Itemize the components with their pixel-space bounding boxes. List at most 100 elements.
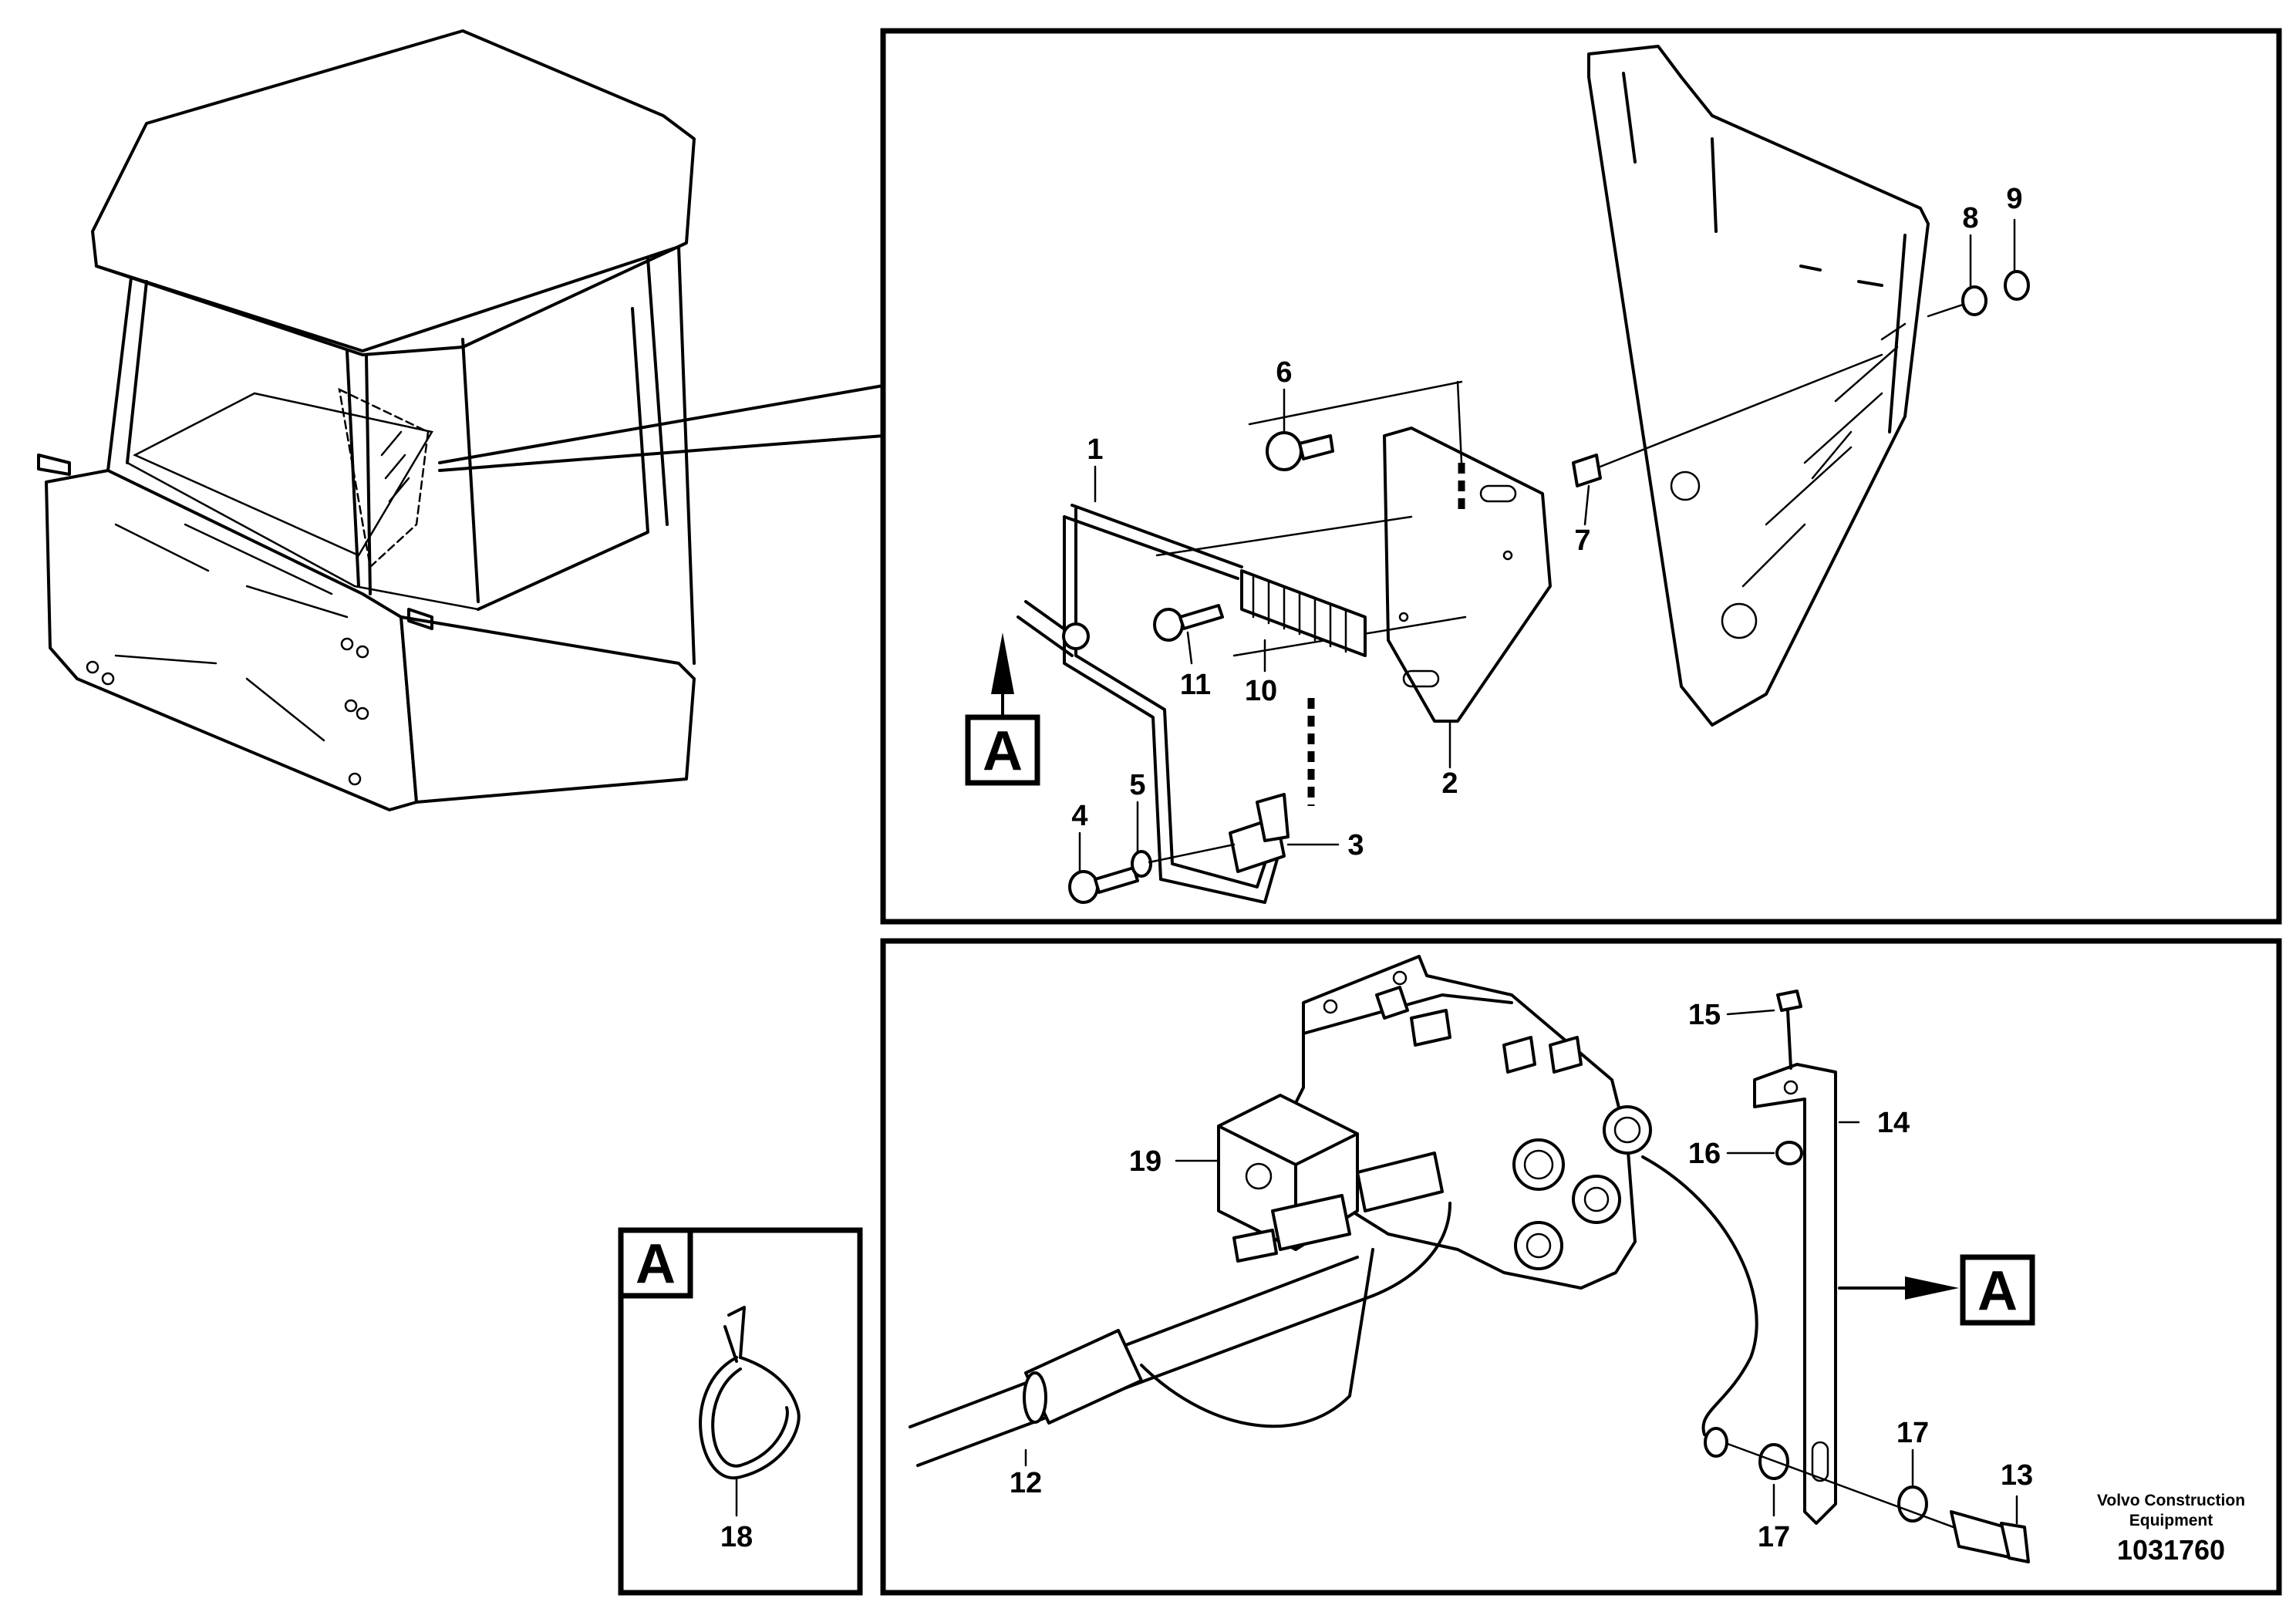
callout-13: 13: [2001, 1459, 2033, 1492]
valve-block-hole: [1323, 999, 1338, 1014]
screw-4-shank: [1094, 866, 1139, 894]
upper-callout-leaders: [1078, 218, 2016, 873]
lower-detail-parts: A: [909, 955, 2035, 1563]
cab-panel-highlight: [338, 387, 430, 569]
view-arrow-lower: [1905, 1276, 1959, 1300]
cab-front-pillar: [106, 276, 148, 472]
callout-18: 18: [720, 1521, 753, 1553]
callout-6: 6: [1276, 356, 1292, 389]
solenoid-connector: [1271, 1194, 1351, 1251]
screw-4-head: [1068, 870, 1099, 904]
cover-plate-hole: [1721, 602, 1758, 639]
valve-port-inner: [1526, 1233, 1552, 1259]
cab-hole: [86, 660, 99, 674]
sensor-nut: [1704, 1427, 1728, 1458]
valve-port: [1514, 1221, 1563, 1270]
cover-plate-slots: [1741, 322, 1907, 588]
detail-leader-lines: [438, 384, 885, 472]
detail-frame-lower: [880, 938, 2282, 1596]
cab-mirror-right: [407, 608, 433, 630]
spacer-7: [1572, 454, 1602, 487]
callout-3: 3: [1347, 829, 1364, 862]
view-label-text: A: [983, 720, 1023, 782]
cab-body-slots: [114, 523, 349, 742]
view-a-inset-frame: [618, 1227, 863, 1596]
bolt-15-head: [1776, 990, 1802, 1012]
valve-port-inner: [1613, 1116, 1641, 1144]
cab-overview: [37, 29, 885, 811]
nut-9: [2004, 270, 2030, 301]
view-label-box: [965, 714, 1040, 786]
cab-dashboard: [133, 392, 433, 557]
cab-hole: [340, 637, 354, 651]
callout-19: 19: [1129, 1145, 1161, 1178]
cab-mirror-left: [37, 454, 71, 476]
cab-rear-pillar: [646, 245, 696, 665]
washer-8-leader: [1927, 303, 1964, 318]
solenoid-plug: [1232, 1229, 1278, 1263]
washer-8: [1961, 285, 1988, 316]
solenoid-wire: [1371, 1202, 1451, 1297]
cab-hole: [356, 645, 369, 659]
cab-window-sill: [126, 461, 480, 611]
screw-11-head: [1153, 608, 1184, 642]
cab-lower-side: [400, 615, 696, 804]
cab-hole: [101, 672, 115, 686]
callout-16: 16: [1688, 1138, 1721, 1170]
brand-line-1: Volvo Construction: [2097, 1492, 2245, 1509]
view-a-inset-label: A: [636, 1233, 676, 1295]
valve-port-inner: [1523, 1149, 1554, 1180]
cable-tie-18: [699, 1306, 801, 1517]
cab-side-window: [461, 307, 649, 611]
cab-center-pillar: [346, 349, 372, 595]
valve-nut: [1549, 1036, 1583, 1074]
cover-plate-folds: [1622, 72, 1907, 433]
valve-port: [1512, 1138, 1565, 1191]
cab-roof-edge: [95, 245, 680, 352]
cab-hole: [356, 706, 369, 720]
cab-hole: [348, 772, 362, 786]
bracket-plate: [1383, 427, 1552, 723]
valve-block-top-edge: [1302, 993, 1513, 1035]
drawing-number: 1031760: [2117, 1534, 2225, 1566]
callout-4: 4: [1071, 800, 1087, 832]
lower-callout-leaders: [1024, 1009, 2018, 1525]
screw-11-shank: [1178, 604, 1224, 630]
spacer-axis: [1599, 353, 1883, 468]
hose-sleeve-end: [1023, 1371, 1047, 1424]
bolt-6-shank: [1298, 434, 1334, 460]
cab-lower-body: [45, 469, 418, 811]
bolt-6-head: [1266, 431, 1303, 471]
callout-5: 5: [1129, 769, 1145, 801]
cab-panel-slots: [380, 430, 410, 503]
cover-plate-hole: [1670, 470, 1701, 501]
detail-frame-upper: [880, 28, 2282, 925]
callout-2: 2: [1441, 767, 1458, 800]
screw-axis: [1148, 843, 1236, 864]
cover-plate-marks: [1799, 265, 1883, 287]
valve-nut: [1502, 1036, 1536, 1074]
upper-detail-parts: A: [965, 45, 2030, 904]
solenoid-wire: [1140, 1248, 1374, 1428]
bolt-15-shank: [1786, 1009, 1792, 1070]
valve-port: [1572, 1175, 1621, 1224]
washer-5: [1131, 850, 1152, 878]
nut-16: [1775, 1141, 1803, 1165]
main-hose-12: [909, 1256, 1374, 1467]
bracket-hole: [1398, 612, 1409, 622]
callout-10: 10: [1245, 675, 1277, 707]
washer-17: [1897, 1485, 1928, 1523]
callout-1: 1: [1087, 433, 1103, 466]
wire-harness-1: [1063, 504, 1243, 580]
callout-14: 14: [1877, 1107, 1910, 1139]
bracket-14: [1753, 1063, 1837, 1525]
valve-block-hole: [1392, 970, 1408, 986]
solenoid-hole: [1245, 1162, 1273, 1190]
terminal-strip-10: [1240, 569, 1367, 657]
valve-port: [1603, 1105, 1652, 1155]
cable-clamp: [1062, 622, 1090, 650]
bracket-slot: [1402, 669, 1440, 688]
view-a-inset-label-box: [618, 1227, 693, 1299]
valve-port-inner: [1583, 1186, 1610, 1212]
